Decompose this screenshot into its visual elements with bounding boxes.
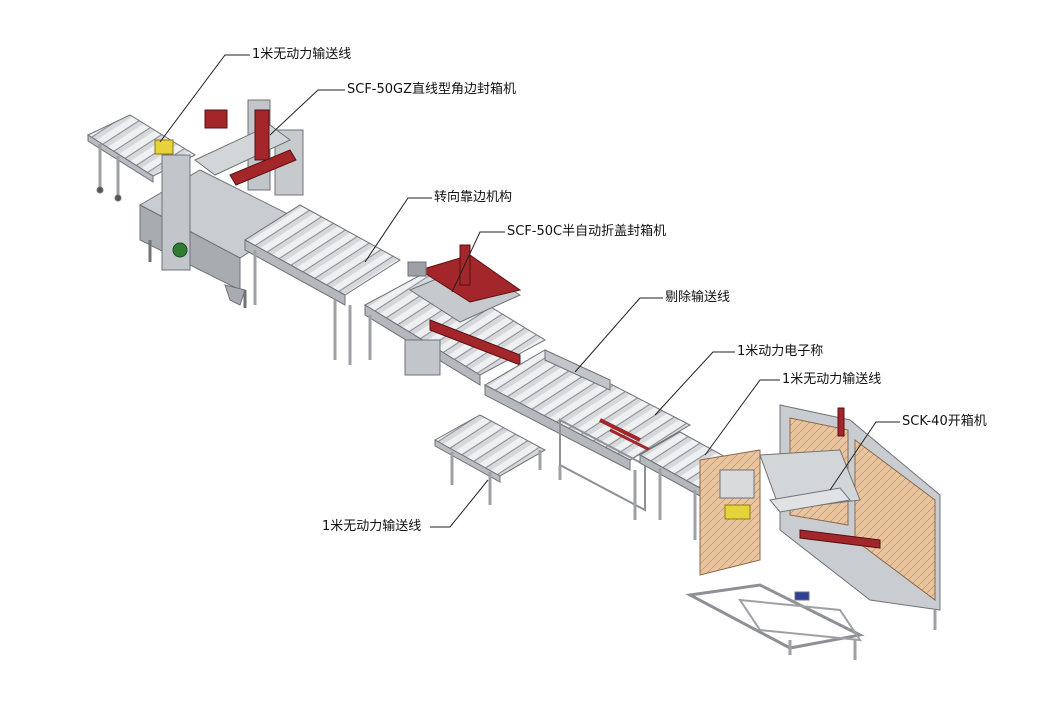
leader-conveyor-top <box>159 54 250 143</box>
leader-conveyor-right <box>704 379 780 456</box>
label-reject: 剔除输送线 <box>665 290 731 305</box>
machine-drawing <box>86 99 941 660</box>
leader-reject <box>574 297 663 373</box>
leader-sealer-50gz <box>269 89 345 136</box>
leader-scale <box>654 351 735 416</box>
leader-conveyor-bottom <box>430 479 489 528</box>
leader-turn-align <box>364 197 432 263</box>
label-conveyor-top: 1米无动力输送线 <box>252 47 352 62</box>
leader-sealer-50c <box>451 231 505 293</box>
label-conveyor-bottom: 1米无动力输送线 <box>322 519 422 534</box>
leader-erector <box>829 421 900 491</box>
label-conveyor-right: 1米无动力输送线 <box>782 372 882 387</box>
sealer-50c <box>363 244 547 386</box>
label-erector: SCK-40开箱机 <box>902 414 987 429</box>
label-sealer-50gz: SCF-50GZ直线型角边封箱机 <box>347 82 517 97</box>
case-erector <box>685 404 941 660</box>
label-sealer-50c: SCF-50C半自动折盖封箱机 <box>507 224 667 239</box>
conveyor-bottom-left <box>433 414 547 505</box>
leader-lines <box>159 54 900 528</box>
conveyor-reject <box>483 349 692 520</box>
label-turn-align: 转向靠边机构 <box>434 190 513 205</box>
sealer-50gz <box>138 99 304 308</box>
conveyor-main <box>244 204 401 365</box>
label-scale: 1米动力电子称 <box>737 344 824 359</box>
